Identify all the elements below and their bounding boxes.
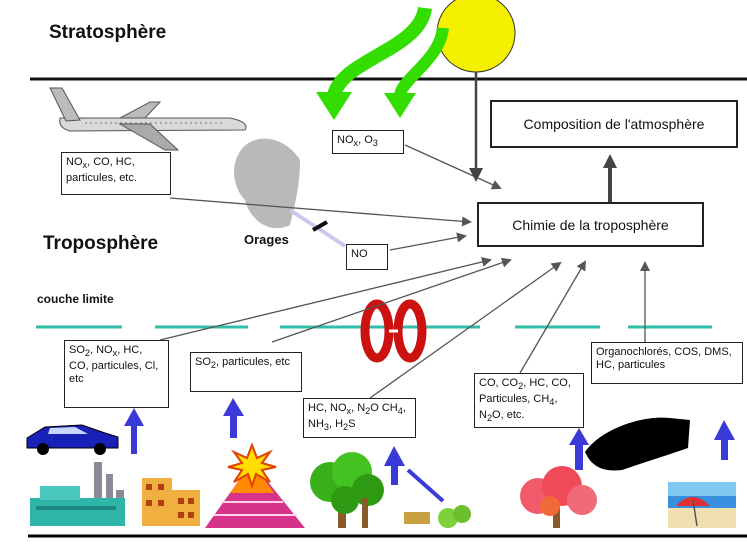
beach-icon [668, 482, 736, 528]
composition-box: Composition de l'atmosphère [490, 100, 738, 148]
stratosphere-label: Stratosphère [49, 22, 167, 43]
tree-icon [310, 452, 384, 528]
vegetation-emissions-box: HC, NOx, N2O CH4, NH3, H2S [303, 398, 416, 438]
no-box: NO [346, 244, 388, 270]
chemistry-box: Chimie de la troposphère [477, 202, 704, 247]
factory-icon [30, 462, 125, 526]
ocean-emissions-box: Organochlorés, COS, DMS, HC, particules [591, 342, 743, 384]
flux-arrows [159, 144, 650, 399]
troposphere-label: Troposphère [43, 233, 159, 254]
boundary-layer-label: couche limite [37, 292, 114, 306]
volcano-icon [205, 442, 305, 528]
airplane-icon [49, 87, 247, 151]
nox-o3-box: NOx, O3 [332, 130, 404, 154]
smoke-plume-icon [585, 417, 690, 471]
car-icon [26, 424, 119, 455]
cattle-icon [404, 505, 471, 528]
traffic-emissions-box: SO2, NOx, HC, CO, particules, Cl, etc [64, 340, 169, 408]
house-icon [142, 478, 200, 526]
lightning-mark [312, 220, 328, 232]
cattle-arrow [406, 468, 445, 503]
forest-emissions-box: CO, CO2, HC, CO, Particules, CH4, N2O, e… [474, 373, 584, 428]
emission-arrows [124, 398, 735, 485]
sun-icon [436, 0, 516, 73]
storms-label: Orages [244, 232, 289, 247]
uv-arrows-icon [316, 6, 449, 120]
burning-tree-icon [520, 466, 597, 528]
aircraft-emissions-box: NOx, CO, HC, particules, etc. [61, 152, 171, 195]
storm-cloud-icon [234, 138, 300, 229]
volcano-emissions-box: SO2, particules, etc [190, 352, 302, 392]
